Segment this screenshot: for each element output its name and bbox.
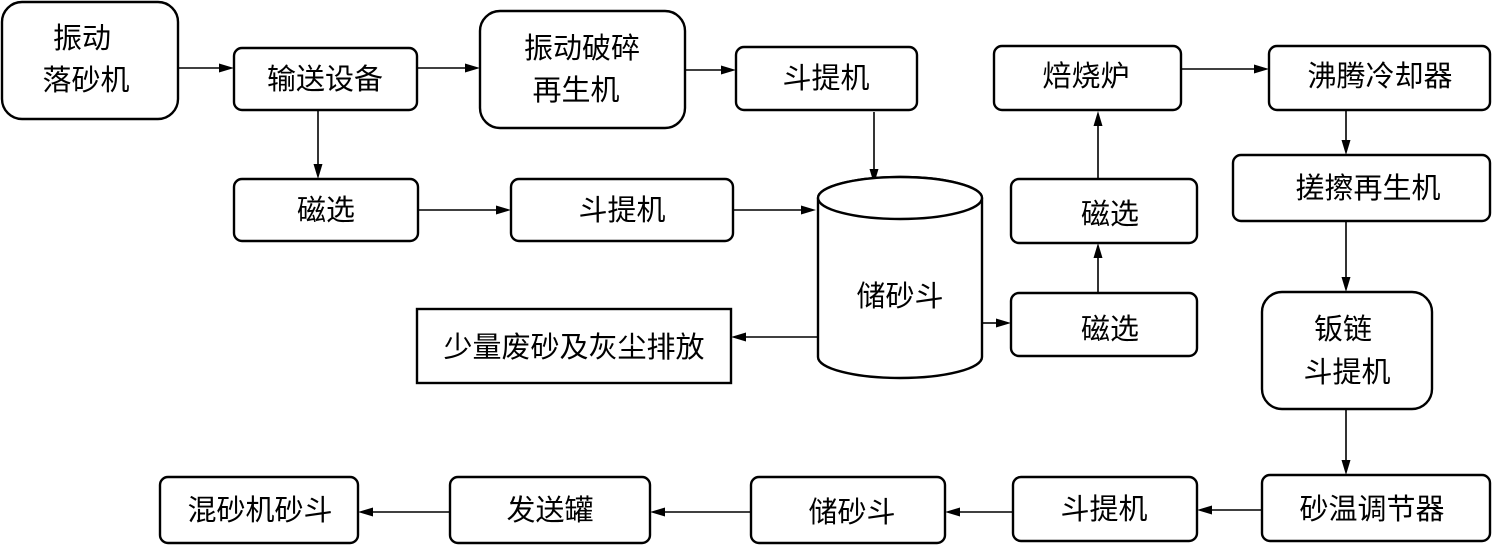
node-vibrating-crusher-reclaimer: 振动破碎 再生机 [478,9,687,130]
arrow-roaster-to-cooler [1181,64,1269,74]
node-label: 磁选 [1081,197,1139,231]
node-label-line: 振动 [53,21,111,55]
node-label: 储砂斗 [808,495,895,529]
node-bucket-elevator-middle: 斗提机 [509,177,735,243]
arrow-magnetic-separator-up [1093,243,1103,293]
node-bucket-elevator-top: 斗提机 [734,45,919,112]
node-waste-sand-dust-discharge: 少量废砂及灰尘排放 [415,307,733,385]
arrow-cooler-to-scrubbing-reclaimer [1341,110,1351,155]
arrow-hopper-2-to-sender-tank [650,507,751,517]
node-label: 储砂斗 [856,279,943,313]
arrow-bucket-elevator-to-hopper [733,205,816,215]
node-sand-storage-hopper-bottom: 储砂斗 [749,475,947,545]
node-label: 沸腾冷却器 [1307,59,1452,93]
arrow-scrubbing-reclaimer-to-plate-chain-elevator [1341,221,1351,292]
node-magnetic-separator-left: 磁选 [232,177,420,243]
arrow-plate-chain-elevator-to-temp-regulator [1341,409,1351,475]
arrow-sender-tank-to-mixer-hopper [358,507,450,517]
node-conveyor: 输送设备 [232,46,419,112]
node-label: 输送设备 [267,62,383,96]
node-sender-tank: 发送罐 [448,475,652,545]
node-label-line: 钣链 [1314,312,1372,346]
arrow-crusher-to-bucket-elevator [685,65,736,75]
arrow-magnetic-separator-to-bucket-elevator [418,205,511,215]
node-label: 发送罐 [506,493,593,527]
node-label: 搓擦再生机 [1295,171,1440,205]
arrow-conveyor-to-crusher [417,63,480,73]
node-sand-storage-hopper-cylinder: 储砂斗 [816,175,984,380]
arrow-hopper-to-waste-discharge [731,332,818,342]
node-scrubbing-reclaimer: 搓擦再生机 [1231,153,1492,223]
node-label: 少量废砂及灰尘排放 [443,330,704,364]
node-fluidized-bed-cooler: 沸腾冷却器 [1267,44,1492,112]
node-label: 斗提机 [782,61,869,95]
node-mixer-sand-hopper: 混砂机砂斗 [158,475,360,545]
flow-arrows [178,63,1351,517]
arrow-temp-regulator-to-bucket-elevator [1197,505,1262,515]
node-magnetic-separator-right-lower: 磁选 [1009,291,1199,358]
arrow-shakeout-to-conveyor [178,63,234,73]
node-label-line: 斗提机 [1303,355,1390,389]
node-bucket-elevator-bottom: 斗提机 [1011,475,1199,543]
node-label-line: 振动破碎 [524,31,640,65]
node-label: 混砂机砂斗 [187,493,332,527]
node-roaster: 焙烧炉 [992,44,1183,112]
node-label: 斗提机 [1060,492,1147,526]
node-label: 斗提机 [578,193,665,227]
arrow-top-bucket-elevator-to-hopper [869,112,879,184]
arrow-hopper-to-magnetic-separator [982,318,1011,328]
arrow-conveyor-to-magnetic-separator [313,110,323,179]
node-label: 焙烧炉 [1042,59,1129,93]
node-label: 磁选 [297,193,355,227]
node-label-line: 落砂机 [42,63,129,97]
arrow-magnetic-separator-to-roaster [1093,111,1103,179]
node-magnetic-separator-right-upper: 磁选 [1009,177,1199,245]
node-label: 砂温调节器 [1299,492,1444,526]
node-label: 磁选 [1081,312,1139,346]
arrow-bucket-elevator-to-hopper-2 [945,507,1013,517]
node-plate-chain-bucket-elevator: 钣链 斗提机 [1260,290,1434,411]
node-vibrating-shakeout: 振动 落砂机 [0,0,180,121]
node-label-line: 再生机 [532,73,619,107]
node-sand-temperature-regulator: 砂温调节器 [1260,473,1492,543]
